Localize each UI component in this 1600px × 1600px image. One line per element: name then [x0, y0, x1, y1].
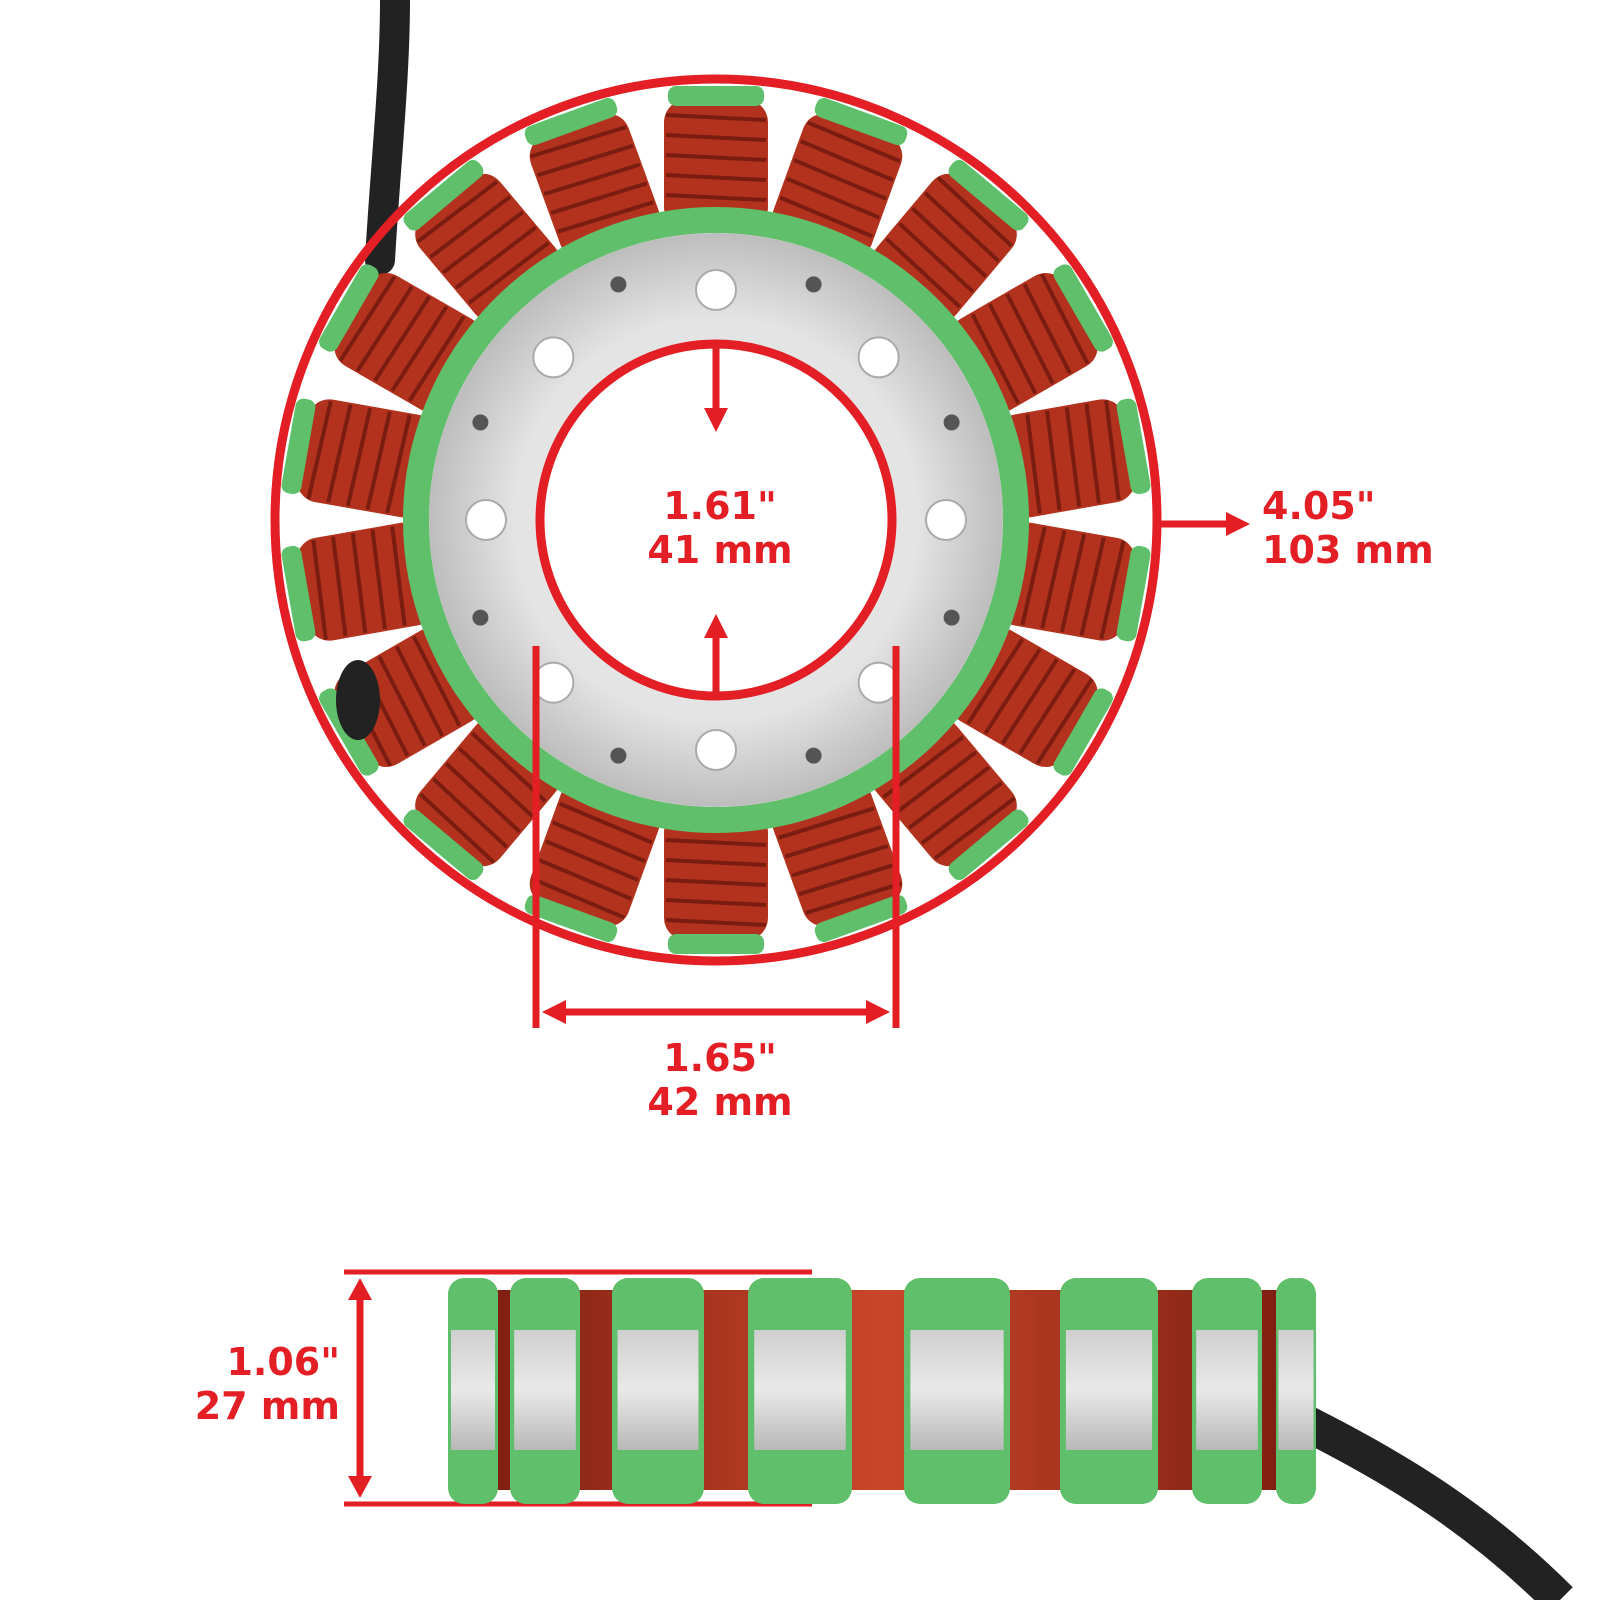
- stator-side-view: [448, 1278, 1573, 1600]
- dimension-marks: [270, 74, 1250, 1507]
- screw-head: [805, 747, 822, 764]
- coil-pole: [281, 398, 436, 518]
- bolt-hole-spacing-inch: 1.65": [663, 1036, 777, 1080]
- coil-pole: [996, 398, 1151, 518]
- inner-diameter-label: 1.61" 41 mm: [590, 484, 850, 572]
- mounting-hole: [925, 499, 967, 541]
- side-pole: [1276, 1278, 1316, 1504]
- mounting-hole: [532, 336, 575, 379]
- coil-pole: [664, 86, 768, 230]
- height-arrowhead-down: [348, 1476, 372, 1498]
- hole-spacing-arrowhead-right: [866, 1000, 890, 1024]
- hole-spacing-arrowhead-left: [542, 1000, 566, 1024]
- screw-head: [805, 276, 822, 293]
- screw-head: [472, 414, 489, 431]
- bolt-hole-spacing-label: 1.65" 42 mm: [590, 1036, 850, 1124]
- inner-diameter-mm: 41 mm: [647, 528, 793, 572]
- inner-arrowhead-up: [704, 614, 728, 638]
- wire-cable-side: [1291, 1403, 1573, 1600]
- mounting-hole: [695, 729, 737, 771]
- mounting-hole: [465, 499, 507, 541]
- side-pole-faces: [448, 1278, 1316, 1504]
- height-arrowhead-up: [348, 1278, 372, 1300]
- stack-height-label: 1.06" 27 mm: [150, 1340, 340, 1428]
- outer-arrowhead-right: [1226, 512, 1250, 536]
- side-pole: [612, 1278, 704, 1504]
- inner-arrowhead-down: [704, 408, 728, 432]
- outer-diameter-mm: 103 mm: [1262, 528, 1434, 572]
- mounting-hole: [857, 336, 900, 379]
- wire-connector-grommet: [336, 660, 380, 740]
- stator-top-view: [281, 0, 1151, 954]
- mounting-hole: [695, 269, 737, 311]
- inner-diameter-inch: 1.61": [663, 484, 777, 528]
- center-bore: [540, 344, 892, 696]
- coil-pole: [664, 810, 768, 954]
- outer-diameter-circle: [270, 74, 1162, 966]
- side-pole: [1192, 1278, 1262, 1504]
- side-pole: [748, 1278, 852, 1504]
- outer-diameter-inch: 4.05": [1262, 484, 1376, 528]
- outer-diameter-label: 4.05" 103 mm: [1262, 484, 1462, 572]
- screw-head: [943, 414, 960, 431]
- side-pole: [448, 1278, 498, 1504]
- screw-head: [610, 276, 627, 293]
- stack-height-mm: 27 mm: [194, 1384, 340, 1428]
- screw-head: [943, 609, 960, 626]
- screw-head: [610, 747, 627, 764]
- coil-band: [460, 1290, 1310, 1490]
- side-pole: [904, 1278, 1010, 1504]
- side-pole: [510, 1278, 580, 1504]
- coil-pole: [281, 522, 436, 642]
- screw-head: [472, 609, 489, 626]
- bolt-hole-spacing-mm: 42 mm: [647, 1080, 793, 1124]
- stack-height-inch: 1.06": [226, 1340, 340, 1384]
- coil-pole: [996, 522, 1151, 642]
- side-pole: [1060, 1278, 1158, 1504]
- insulation-ring: [403, 207, 1029, 833]
